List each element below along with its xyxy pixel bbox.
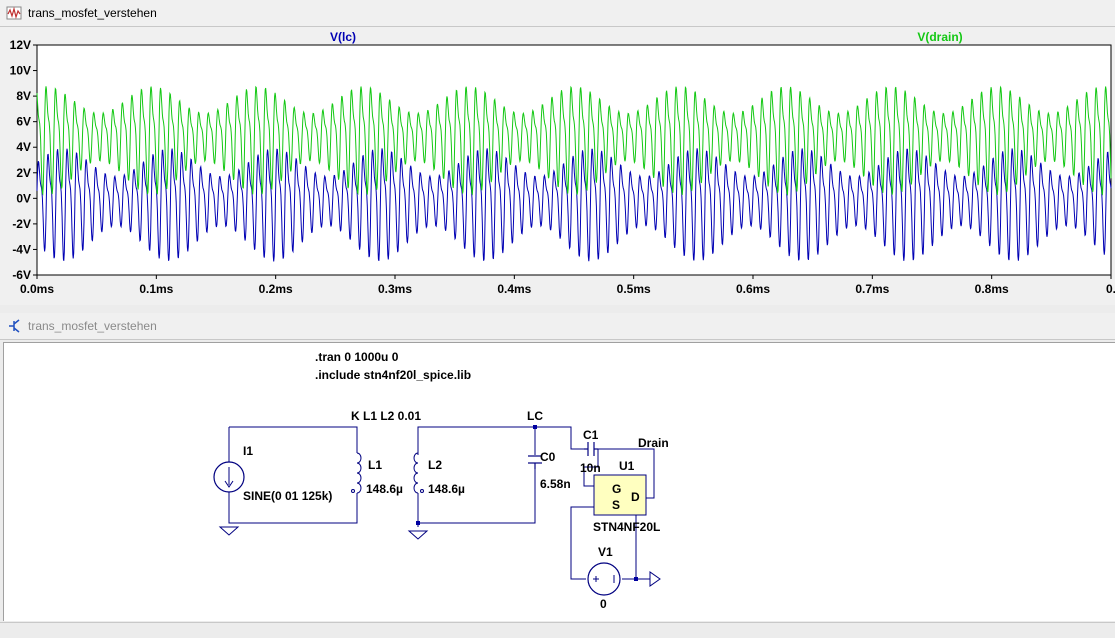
c1-ref: C1: [583, 428, 599, 442]
y-tick-label: -2V: [12, 217, 31, 231]
x-tick-label: 0.7ms: [855, 282, 889, 296]
v1-value: 0: [600, 597, 607, 611]
capacitor-c0[interactable]: [528, 455, 542, 469]
x-tick-label: 0.: [1106, 282, 1115, 296]
y-tick-label: 4V: [16, 140, 31, 154]
l1-value: 148.6µ: [366, 482, 403, 496]
x-tick-label: 0.2ms: [259, 282, 293, 296]
legend-label-0: V(lc): [330, 30, 356, 44]
u1-pin-g: G: [612, 482, 621, 496]
inductor-l1[interactable]: [351, 452, 362, 494]
series-line-1: [36, 85, 1112, 196]
schematic-window-titlebar[interactable]: trans_mosfet_verstehen: [0, 313, 1115, 340]
waveform-icon: [6, 6, 22, 20]
wire: [228, 492, 358, 524]
x-tick-label: 0.1ms: [139, 282, 173, 296]
mosfet-u1[interactable]: G D S: [593, 474, 647, 516]
u1-ref: U1: [619, 459, 635, 473]
schematic-pane[interactable]: I1 SINE(0 01 125k) L1 148.6µ L2 148.6µ C…: [3, 342, 1115, 621]
c1-value: 10n: [580, 461, 601, 475]
x-tick-label: 0.8ms: [975, 282, 1009, 296]
ground-icon: [649, 571, 661, 587]
c0-value: 6.58n: [540, 477, 571, 491]
waveform-chart[interactable]: 12V 10V 8V 6V 4V 2V 0V -2V -4V -6V0.0ms 0.1ms 0.2ms…: [0, 27, 1115, 305]
u1-pin-s: S: [612, 498, 620, 512]
directive-include[interactable]: .include stn4nf20l_spice.lib: [315, 368, 471, 382]
current-source-i1[interactable]: [213, 461, 245, 493]
y-tick-label: 8V: [16, 89, 31, 103]
y-tick-label: -4V: [12, 242, 31, 256]
y-tick-label: 10V: [10, 64, 31, 78]
net-label-lc[interactable]: LC: [527, 409, 543, 423]
l1-ref: L1: [368, 458, 382, 472]
y-tick-label: 6V: [16, 115, 31, 129]
y-tick-label: 2V: [16, 166, 31, 180]
legend-label-1: V(drain): [917, 30, 962, 44]
ground-icon: [407, 530, 429, 540]
wire: [598, 448, 655, 499]
capacitor-c1[interactable]: [584, 442, 598, 456]
wire: [417, 426, 536, 455]
series-line-0: [36, 148, 1112, 262]
voltage-source-v1[interactable]: [587, 562, 621, 596]
schematic-window-title: trans_mosfet_verstehen: [28, 319, 157, 333]
transistor-icon: [9, 319, 20, 333]
i1-value: SINE(0 01 125k): [243, 489, 332, 503]
status-strip: [0, 622, 1115, 638]
c0-ref: C0: [540, 450, 556, 464]
x-tick-label: 0.3ms: [378, 282, 412, 296]
x-tick-label: 0.6ms: [736, 282, 770, 296]
plot-window-title: trans_mosfet_verstehen: [28, 6, 157, 20]
directive-tran[interactable]: .tran 0 1000u 0: [315, 350, 399, 364]
ground-icon: [218, 526, 240, 536]
l2-value: 148.6µ: [428, 482, 465, 496]
wire: [570, 506, 594, 580]
junction-dot: [533, 425, 537, 429]
plot-window-titlebar[interactable]: trans_mosfet_verstehen: [0, 0, 1115, 27]
inductor-l2[interactable]: [413, 452, 424, 494]
wire: [417, 469, 536, 524]
l2-ref: L2: [428, 458, 442, 472]
u1-value: STN4NF20L: [593, 520, 660, 534]
wire: [535, 426, 584, 450]
junction-dot: [416, 521, 420, 525]
y-tick-label: -6V: [12, 268, 31, 282]
wire: [583, 449, 599, 487]
net-label-drain[interactable]: Drain: [638, 436, 669, 450]
y-tick-label: 12V: [10, 38, 31, 52]
u1-pin-d: D: [631, 490, 640, 504]
coupling-directive[interactable]: K L1 L2 0.01: [351, 409, 421, 423]
wire: [229, 426, 358, 453]
i1-ref: I1: [243, 444, 253, 458]
x-tick-label: 0.5ms: [617, 282, 651, 296]
schematic-canvas[interactable]: I1 SINE(0 01 125k) L1 148.6µ L2 148.6µ C…: [4, 343, 1115, 621]
junction-dot: [634, 577, 638, 581]
x-tick-label: 0.4ms: [497, 282, 531, 296]
v1-ref: V1: [598, 545, 613, 559]
y-tick-label: 0V: [16, 191, 31, 205]
x-tick-label: 0.0ms: [20, 282, 54, 296]
